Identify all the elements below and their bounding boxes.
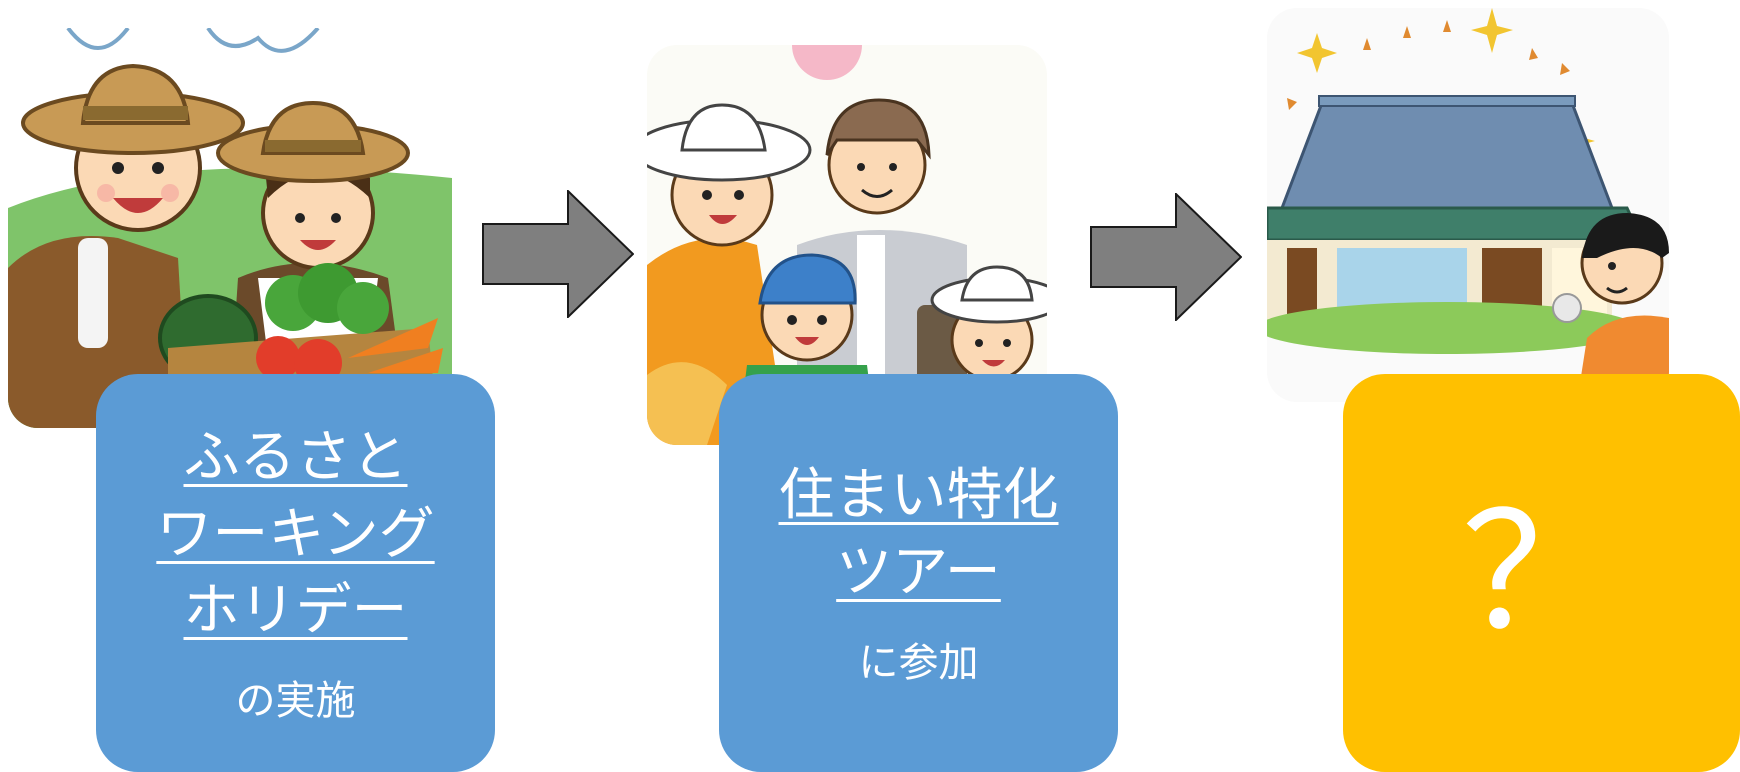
step-card-housing-tour: 住まい特化 ツアー に参加 (719, 374, 1118, 772)
right-arrow-icon (1090, 191, 1243, 323)
card-title-line: 住まい特化 (778, 463, 1059, 529)
card-subtitle: の実施 (235, 678, 356, 725)
card-title-line: ワーキング (156, 501, 435, 567)
question-mark: ？ (1461, 479, 1622, 666)
old-house-illustration (1267, 8, 1669, 402)
card-title-line: ツアー (836, 540, 1001, 605)
step-card-unknown: ？ (1343, 374, 1740, 772)
card-subtitle: に参加 (858, 639, 979, 686)
step-card-working-holiday: ふるさと ワーキング ホリデー の実施 (96, 374, 495, 772)
right-arrow-icon (482, 188, 635, 320)
farmers-illustration (8, 28, 452, 428)
card-title-line: ホリデー (183, 578, 408, 644)
card-title-line: ふるさと (183, 424, 408, 490)
